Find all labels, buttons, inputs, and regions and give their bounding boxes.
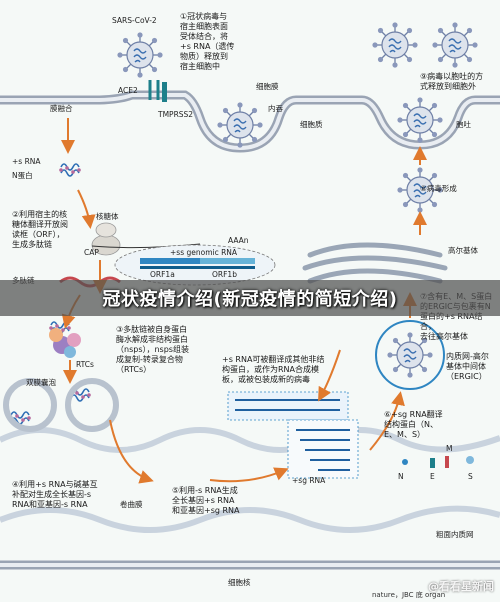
ribosome-label: 核糖体 bbox=[96, 212, 119, 221]
step-1-text: ①冠状病毒与 宿主细胞表面 受体结合，将 +s RNA（遗传 物质）释放到 宿主… bbox=[180, 12, 235, 71]
membrane-fusion-label: 膜融合 bbox=[50, 104, 73, 113]
watermark: @看看星新闻 bbox=[428, 580, 494, 593]
title-banner: 冠状疫情介绍(新冠疫情的简短介绍) bbox=[0, 280, 500, 316]
ergic-label: 内质网-高尔 基体中间体 （ERGIC） bbox=[446, 352, 489, 381]
endosome-label: 内吞 bbox=[268, 104, 283, 113]
ace2-label: ACE2 bbox=[118, 86, 138, 95]
nucleus-label: 细胞核 bbox=[228, 578, 251, 587]
rough-er-label: 粗面内质网 bbox=[436, 530, 474, 539]
convoluted-membrane-label: 卷曲膜 bbox=[120, 500, 143, 509]
step-4-text: ④利用+s RNA与碱基互 补配对生成全长基因-s RNA和亚基因-s RNA bbox=[12, 480, 98, 509]
orf1a-label: ORF1a bbox=[150, 270, 175, 279]
sars-cov-2-label: SARS-CoV-2 bbox=[112, 16, 157, 25]
rtcs-label: RTCs bbox=[76, 360, 94, 369]
step-9-text: ⑨病毒以胞吐的方 式释放到细胞外 bbox=[420, 72, 484, 91]
m-protein-small-label: M bbox=[446, 444, 453, 453]
cap-label: CAP bbox=[84, 248, 99, 257]
source-credit: nature，JBC 底 organ bbox=[372, 591, 446, 599]
cytoplasm-label: 细胞质 bbox=[300, 120, 323, 129]
tmprss2-label: TMPRSS2 bbox=[158, 110, 194, 119]
exocytosis-label: 胞吐 bbox=[456, 120, 471, 129]
plus-rna-label: +s RNA bbox=[12, 157, 41, 166]
cell-membrane-label: 细胞膜 bbox=[256, 82, 279, 91]
orf1b-label: ORF1b bbox=[212, 270, 237, 279]
banner-title: 冠状疫情介绍(新冠疫情的简短介绍) bbox=[102, 289, 398, 310]
center-note-text: +s RNA可被翻译成其他非结 构蛋白，或作为RNA合成模 板，或被包装成新的病… bbox=[222, 355, 325, 384]
step-3-text: ③多肽链被自身蛋白 酶水解成非结构蛋白 （nsps），nsps组装 成复制-转录… bbox=[116, 325, 189, 374]
plus-sgrna-label: +sg RNA bbox=[292, 476, 326, 485]
double-vesicle-label: 双膜囊泡 bbox=[26, 378, 56, 387]
genomic-rna-label: +ss genomic RNA bbox=[170, 248, 238, 257]
aaa-label: AAAn bbox=[228, 236, 249, 245]
virion-formation-label: ⑧病毒形成 bbox=[420, 184, 457, 193]
s-protein-small-label: S bbox=[468, 472, 473, 481]
n-protein-small-label: N bbox=[398, 472, 404, 481]
golgi-label: 高尔基体 bbox=[448, 246, 478, 255]
step-2-text: ②利用宿主的核 糖体翻译开放阅 读框（ORF）， 生成多肽链 bbox=[12, 210, 68, 249]
n-protein-label: N蛋白 bbox=[12, 171, 33, 180]
step-6-text: ⑥+sg RNA翻译 结构蛋白（N、 E、M、S） bbox=[384, 410, 443, 439]
e-protein-small-label: E bbox=[430, 472, 435, 481]
step-5-text: ⑤利用-s RNA生成 全长基因+s RNA 和亚基因+sg RNA bbox=[172, 486, 240, 515]
